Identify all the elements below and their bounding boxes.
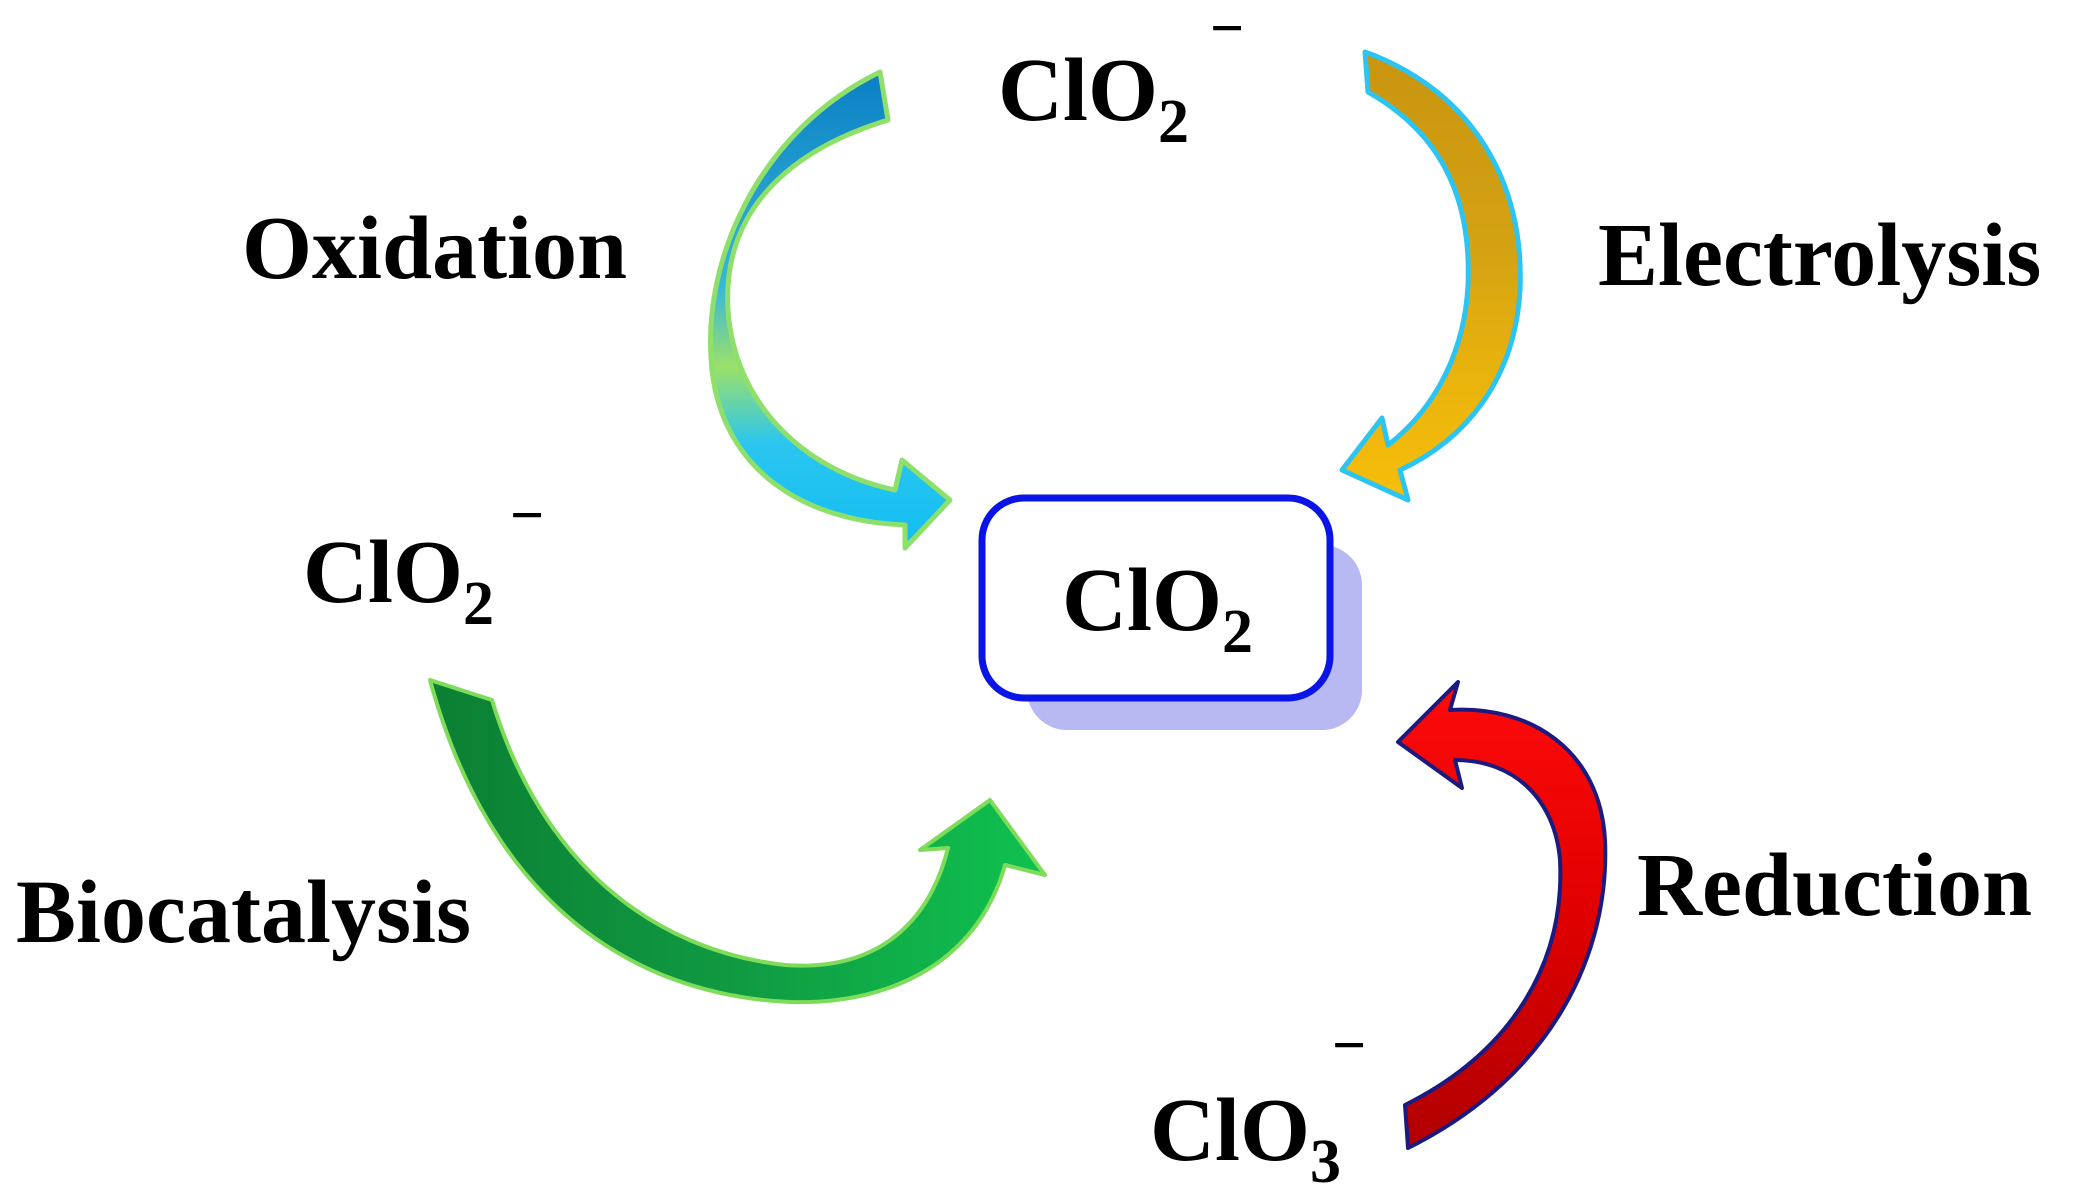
- left-source-formula: ClO2: [303, 523, 494, 638]
- center-formula: ClO2: [1062, 551, 1253, 666]
- left-source-charge: −: [510, 482, 544, 548]
- reduction-label: Reduction: [1637, 836, 2032, 935]
- oxidation-label: Oxidation: [242, 199, 627, 298]
- reduction-arrow: [1396, 680, 1608, 1150]
- bottom-source-formula: ClO3: [1150, 1081, 1341, 1194]
- biocatalysis-label: Biocatalysis: [16, 863, 471, 962]
- top-source-charge: −: [1210, 0, 1244, 61]
- bottom-source-charge: −: [1332, 1012, 1366, 1078]
- electrolysis-label: Electrolysis: [1598, 206, 2041, 305]
- center-box: [978, 494, 1334, 702]
- top-source-formula: ClO2: [998, 41, 1189, 156]
- electrolysis-arrow: [1339, 49, 1523, 503]
- oxidation-arrow: [708, 69, 953, 551]
- biocatalysis-arrow: [428, 678, 1047, 1005]
